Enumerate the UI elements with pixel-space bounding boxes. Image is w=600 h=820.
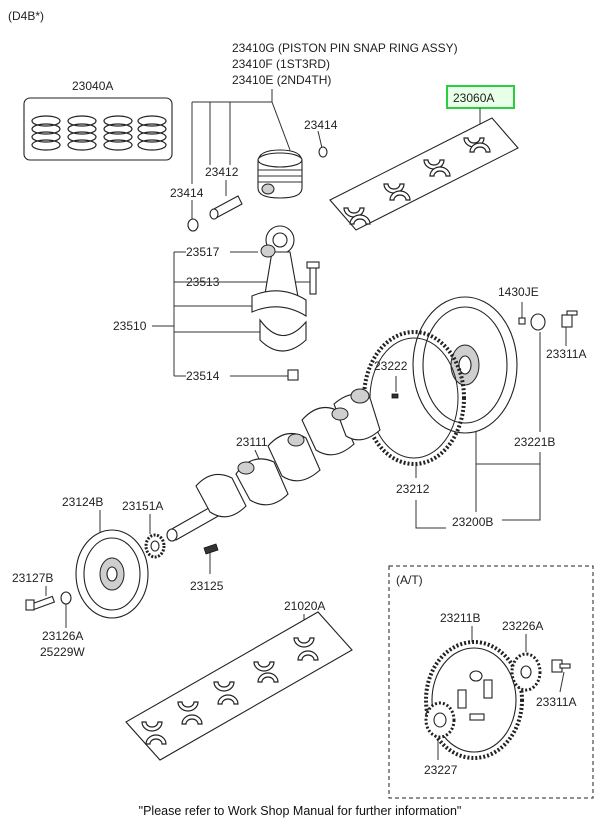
- part-label-23226a[interactable]: 23226A: [502, 619, 543, 633]
- part-label-23124b[interactable]: 23124B: [62, 495, 103, 509]
- piston-pin[interactable]: [209, 195, 243, 220]
- part-label-23126a[interactable]: 23126A: [42, 629, 83, 643]
- part-label-23510[interactable]: 23510: [113, 319, 147, 333]
- part-label-23200b[interactable]: 23200B: [452, 515, 493, 529]
- pulley-washer[interactable]: [60, 591, 72, 605]
- part-label-23311a[interactable]: 23311A: [546, 347, 586, 361]
- part-label-23311a-at[interactable]: 23311A: [536, 695, 576, 709]
- part-label-23514[interactable]: 23514: [186, 369, 220, 383]
- ring-gear-pin[interactable]: [391, 393, 399, 399]
- pilot-bushing[interactable]: [530, 313, 546, 331]
- main-bearing-set-box[interactable]: [329, 117, 519, 231]
- at-bolt[interactable]: [551, 659, 571, 673]
- part-label-23227[interactable]: 23227: [424, 763, 458, 777]
- pulley-bolt[interactable]: [25, 595, 56, 611]
- at-group-box: [388, 565, 594, 799]
- part-label-23127b[interactable]: 23127B: [12, 571, 53, 585]
- adapter-plate[interactable]: [510, 652, 542, 692]
- part-label-23222[interactable]: 23222: [374, 359, 408, 373]
- crank-bearing-set-box[interactable]: [125, 611, 353, 761]
- front-leader-lines: [45, 510, 211, 628]
- conrod-nut[interactable]: [287, 369, 299, 381]
- flywheel-bolt[interactable]: [561, 310, 578, 328]
- at-hub[interactable]: [424, 701, 456, 739]
- part-label-23111[interactable]: 23111: [236, 435, 268, 449]
- part-label-23414-left[interactable]: 23414: [170, 186, 204, 200]
- snap-ring-right[interactable]: [318, 146, 328, 158]
- engine-code-label: (D4B*): [8, 9, 44, 23]
- footer-note: "Please refer to Work Shop Manual for fu…: [139, 804, 462, 818]
- part-label-23060a[interactable]: 23060A: [453, 91, 494, 105]
- part-label-23517[interactable]: 23517: [186, 245, 220, 259]
- part-label-21020a[interactable]: 21020A: [284, 599, 325, 613]
- part-label-23212[interactable]: 23212: [396, 482, 430, 496]
- flywheel-leader-lines: [395, 302, 567, 529]
- part-label-23410e[interactable]: 23410E (2ND4TH): [232, 73, 331, 87]
- at-group-label: (A/T): [396, 573, 423, 587]
- part-label-1430je[interactable]: 1430JE: [498, 285, 539, 299]
- damper-pulley[interactable]: [75, 529, 149, 619]
- crankshaft[interactable]: [166, 388, 381, 542]
- flywheel[interactable]: [412, 296, 518, 434]
- part-label-25229w[interactable]: 25229W: [40, 645, 85, 659]
- part-label-23221b[interactable]: 23221B: [514, 435, 555, 449]
- part-label-23040a[interactable]: 23040A: [72, 79, 113, 93]
- conrod-bushing[interactable]: [260, 244, 276, 258]
- part-label-23151a[interactable]: 23151A: [122, 499, 163, 513]
- piston[interactable]: [257, 149, 303, 199]
- part-label-23211b[interactable]: 23211B: [440, 611, 480, 625]
- snap-ring-left[interactable]: [187, 218, 199, 232]
- crank-key[interactable]: [203, 543, 219, 555]
- crank-sprocket[interactable]: [144, 533, 166, 559]
- part-label-23125[interactable]: 23125: [190, 579, 224, 593]
- part-label-23410f[interactable]: 23410F (1ST3RD): [232, 57, 330, 71]
- part-label-23412[interactable]: 23412: [205, 165, 239, 179]
- piston-leader-lines: [191, 89, 323, 222]
- dowel-pin[interactable]: [518, 317, 526, 325]
- part-label-23410g[interactable]: 23410G (PISTON PIN SNAP RING ASSY): [232, 41, 458, 55]
- piston-ring-set-box[interactable]: [23, 97, 173, 161]
- drive-plate[interactable]: [424, 640, 524, 760]
- connecting-rod[interactable]: [251, 225, 307, 352]
- conrod-bolt[interactable]: [306, 261, 320, 295]
- part-label-23414-right[interactable]: 23414: [304, 118, 338, 132]
